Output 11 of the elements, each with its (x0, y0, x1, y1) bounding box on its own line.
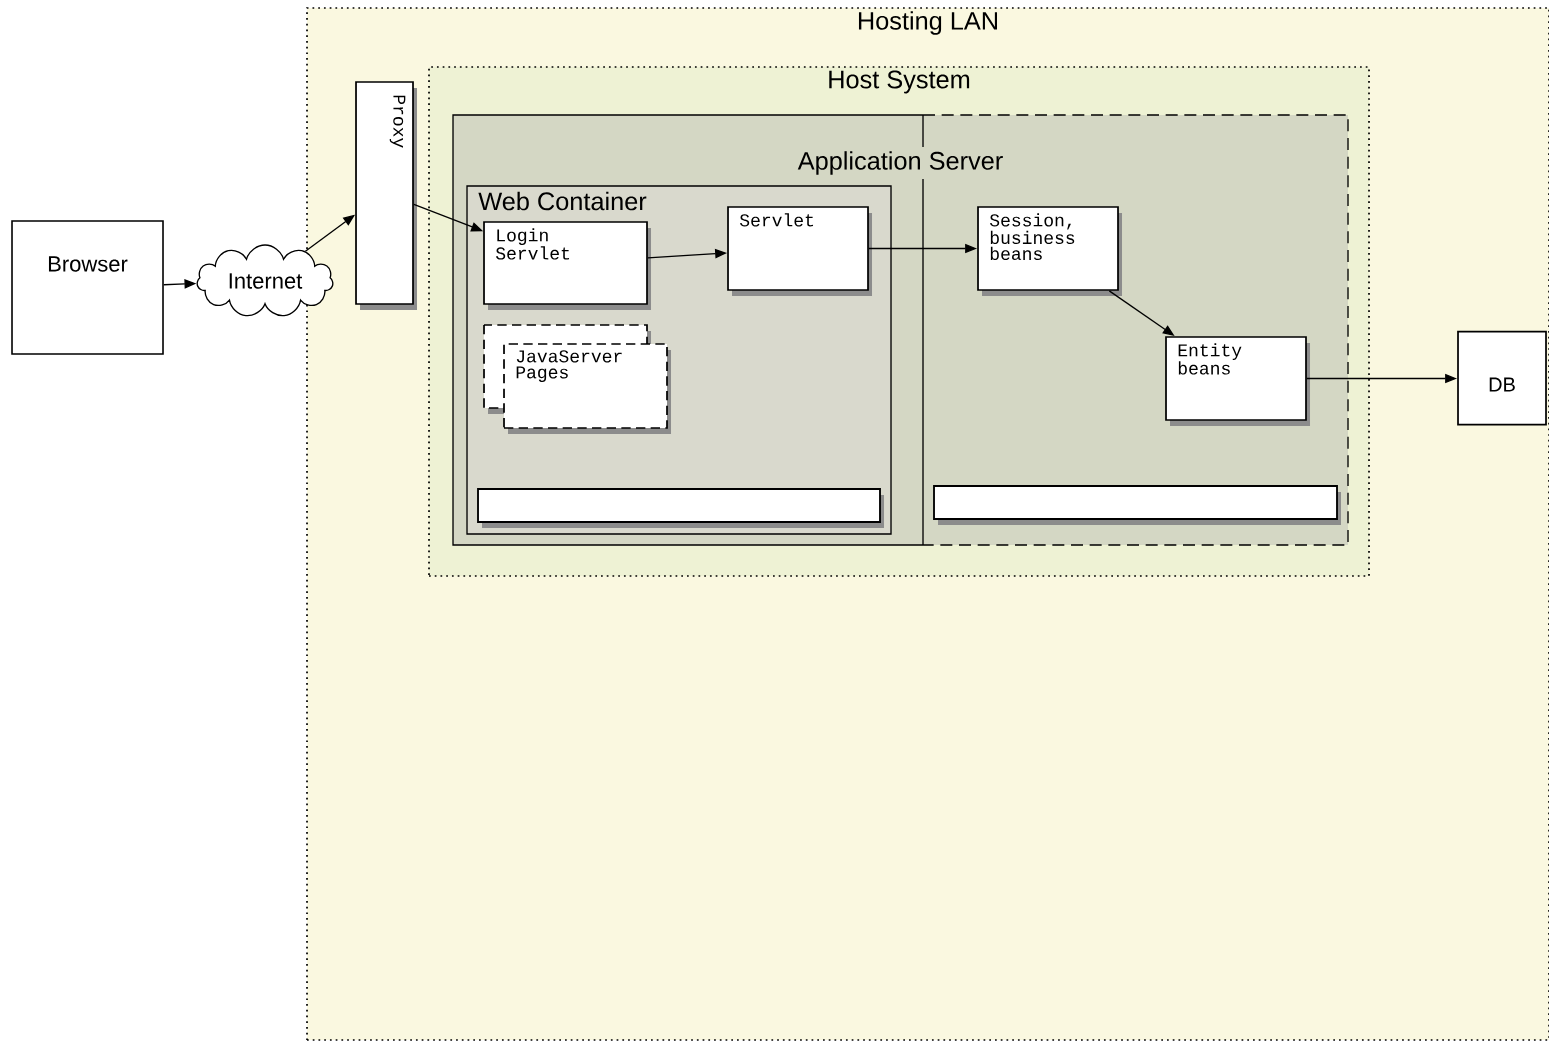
internet-cloud: Internet (196, 244, 334, 317)
framework-bar (477, 488, 884, 528)
proxy-box: Proxy (355, 81, 417, 310)
browser-box: Browser (11, 220, 164, 355)
component-box: Session, business beans (977, 206, 1122, 296)
database-cylinder: DB (1457, 330, 1547, 426)
component-box: Entity beans (1165, 336, 1310, 426)
page-stack: JavaServer Pages (483, 324, 671, 434)
component-box: Servlet (727, 206, 872, 296)
component-box: Login Servlet (483, 221, 651, 310)
framework-bar (933, 485, 1341, 525)
